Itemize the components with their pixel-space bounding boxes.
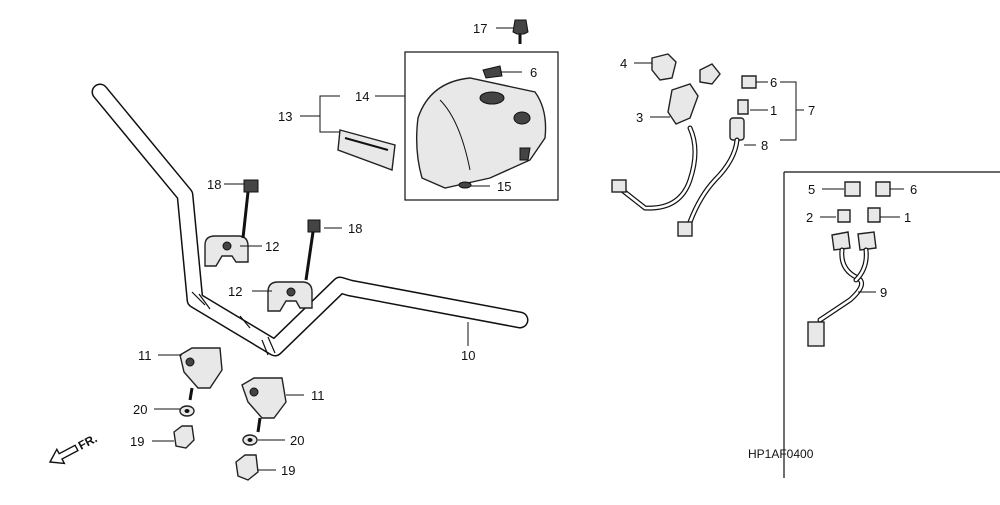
- lower-holder-right: [241, 377, 287, 433]
- handlebar-grip-ribs: [191, 291, 276, 356]
- callout-17: 17: [473, 21, 487, 36]
- callout-9: 9: [880, 285, 887, 300]
- leader-lines: [152, 27, 904, 471]
- handlebar-cover: [415, 77, 547, 189]
- callout-20-right: 20: [290, 433, 304, 448]
- diagram-code: HP1AF0400: [748, 447, 814, 461]
- callout-6-inset: 6: [910, 182, 917, 197]
- callout-11-right: 11: [311, 388, 325, 403]
- callout-11-left: 11: [138, 348, 152, 363]
- emblem-13: [337, 129, 396, 171]
- callout-1-inset: 1: [904, 210, 911, 225]
- switch-3: [611, 63, 721, 211]
- callout-12-right: 12: [228, 284, 242, 299]
- switch-cap-4: [651, 53, 677, 81]
- inset-harness-9: [807, 231, 877, 347]
- lower-holder-left: [179, 347, 223, 401]
- bulb-1-harness: [737, 99, 749, 115]
- handlebar: [91, 83, 529, 357]
- callout-1-harness: 1: [770, 103, 777, 118]
- clip-6-top: [482, 65, 503, 79]
- callout-5: 5: [808, 182, 815, 197]
- bolt-18-left: [241, 179, 259, 239]
- washer-20-right: [242, 434, 258, 446]
- cap-6-harness: [741, 75, 757, 89]
- cover-assembly-box: [404, 51, 559, 201]
- callout-14: 14: [355, 89, 369, 104]
- nut-19-right: [235, 454, 259, 481]
- clip-15: [458, 181, 472, 189]
- callout-12-left: 12: [265, 239, 279, 254]
- inset-cap-6: [875, 181, 891, 197]
- callout-8: 8: [761, 138, 768, 153]
- washer-20-left: [179, 405, 195, 417]
- callout-18-left: 18: [207, 177, 221, 192]
- callout-10: 10: [461, 348, 475, 363]
- upper-holder-right: [267, 281, 313, 312]
- inset-bulb-1: [867, 207, 881, 223]
- callout-7: 7: [808, 103, 815, 118]
- inset-box: [783, 171, 1000, 478]
- nut-19-left: [173, 425, 195, 449]
- bolt-17: [512, 19, 529, 44]
- inset-bulb-2: [837, 209, 851, 223]
- callout-20-left: 20: [133, 402, 147, 417]
- callout-3: 3: [636, 110, 643, 125]
- callout-15: 15: [497, 179, 511, 194]
- inset-cap-5: [844, 181, 861, 197]
- front-marker-label: FR.: [76, 431, 100, 452]
- bolt-18-right: [304, 219, 321, 281]
- callout-19-right: 19: [281, 463, 295, 478]
- callout-4: 4: [620, 56, 627, 71]
- upper-holder-left: [204, 235, 249, 267]
- callout-labels: 17 6 14 13 15 18 18 12 12 10 11 11 20 19…: [130, 21, 917, 478]
- callout-19-left: 19: [130, 434, 144, 449]
- callout-2: 2: [806, 210, 813, 225]
- callout-6-cover: 6: [530, 65, 537, 80]
- front-direction-arrow: FR.: [48, 431, 100, 465]
- harness-8: [677, 117, 745, 237]
- callout-13: 13: [278, 109, 292, 124]
- callout-6-harness: 6: [770, 75, 777, 90]
- callout-18-right: 18: [348, 221, 362, 236]
